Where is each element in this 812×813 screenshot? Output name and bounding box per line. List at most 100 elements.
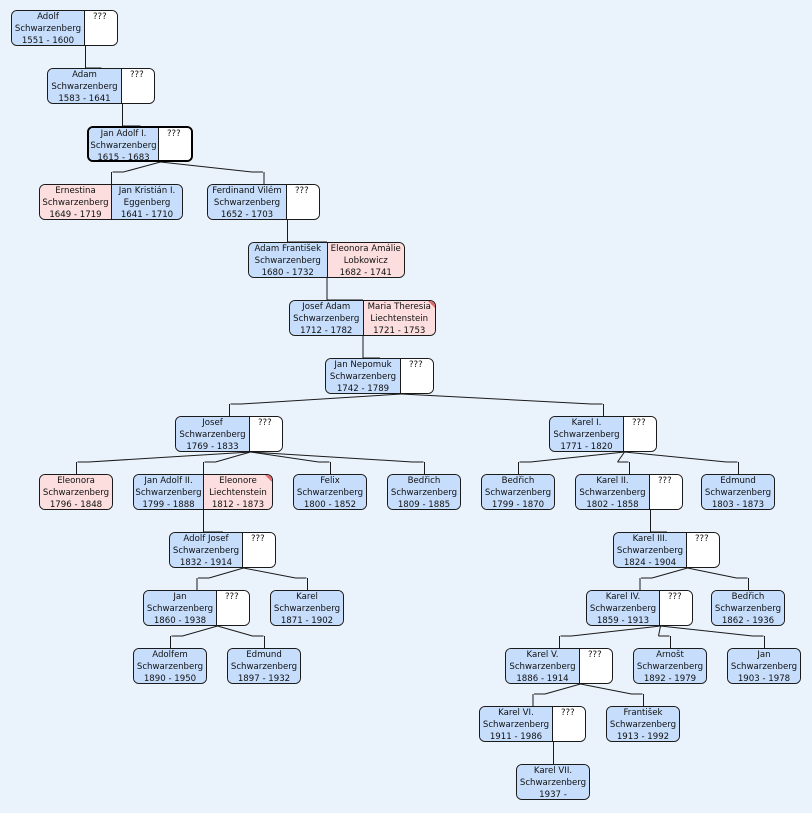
person-name: Bedřich — [731, 592, 765, 602]
unknown-spouse[interactable]: ??? — [623, 417, 656, 451]
person-name: Jan Kristián I. — [118, 186, 176, 196]
person-years: 1832 - 1914 — [179, 558, 233, 567]
unknown-spouse[interactable]: ??? — [686, 533, 719, 567]
unknown-spouse[interactable]: ??? — [286, 185, 319, 219]
unknown-spouse[interactable]: ??? — [121, 69, 154, 103]
person-name: Bedřich — [501, 476, 535, 486]
person-surname: Schwarzenberg — [136, 662, 204, 672]
unknown-spouse[interactable]: ??? — [659, 591, 692, 625]
connector-line — [651, 567, 688, 579]
person-years: 1937 - — [539, 790, 567, 799]
unknown-spouse[interactable]: ??? — [552, 707, 585, 741]
person-years: 1812 - 1873 — [211, 500, 265, 509]
person-years: 1712 - 1782 — [300, 326, 353, 335]
person-years: 1860 - 1938 — [153, 616, 207, 625]
person-years: 1911 - 1986 — [489, 732, 543, 741]
unknown-spouse[interactable]: ??? — [249, 417, 282, 451]
unknown-spouse[interactable]: ??? — [649, 475, 682, 509]
unknown-spouse[interactable]: ??? — [84, 11, 117, 45]
person-surname: Schwarzenberg — [482, 720, 550, 730]
unknown-spouse[interactable]: ??? — [579, 649, 612, 683]
connector-line — [544, 683, 581, 695]
person-surname: Schwarzenberg — [146, 604, 214, 614]
unknown-spouse[interactable]: ??? — [216, 591, 249, 625]
unknown-spouse[interactable]: ??? — [242, 533, 275, 567]
unknown-spouse[interactable]: ??? — [158, 128, 191, 160]
unknown-spouse[interactable]: ??? — [400, 359, 433, 393]
person-years: 1649 - 1719 — [49, 210, 102, 219]
connector-line — [571, 625, 661, 637]
person-surname: Schwarzenberg — [90, 141, 157, 151]
person-surname: Schwarzenberg — [296, 488, 364, 498]
person-name: Karel II. — [596, 476, 629, 486]
person-name: Karel III. — [632, 534, 668, 544]
